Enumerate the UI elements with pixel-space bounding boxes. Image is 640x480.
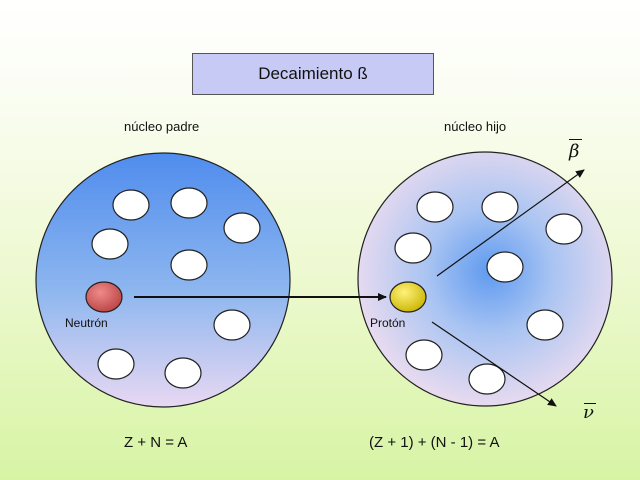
neutron	[85, 281, 123, 313]
nucleon	[170, 249, 208, 281]
nucleon	[170, 187, 208, 219]
parent-nucleons	[91, 187, 261, 389]
parent-nucleus	[35, 152, 291, 408]
parent-equation: Z + N = A	[124, 434, 188, 451]
nucleon	[213, 309, 251, 341]
nucleon	[394, 232, 432, 264]
nucleon	[223, 212, 261, 244]
nucleon	[164, 357, 202, 389]
beta-symbol: β	[569, 141, 580, 162]
daughter-nucleons	[394, 191, 583, 395]
daughter-nucleus-label: núcleo hijo	[444, 119, 507, 134]
beta-arrow	[436, 169, 585, 277]
nucleon	[405, 339, 443, 371]
nucleon	[526, 309, 564, 341]
neutrino-arrow	[431, 321, 557, 407]
proton-label: Protón	[370, 316, 406, 330]
parent-nucleus-label: núcleo padre	[124, 119, 200, 134]
nucleon	[486, 251, 524, 283]
nucleon	[112, 189, 150, 221]
nucleon	[481, 191, 519, 223]
title-box: Decaimiento ß	[192, 53, 434, 95]
nucleon	[416, 191, 454, 223]
nu-overbar	[584, 403, 596, 404]
daughter-equation: (Z + 1) + (N - 1) = A	[369, 434, 500, 451]
title: Decaimiento ß	[258, 64, 368, 83]
beta-overbar	[569, 139, 582, 140]
neutron-label: Neutrón	[65, 316, 108, 330]
nucleon	[97, 348, 135, 380]
proton	[389, 281, 427, 313]
nucleon	[545, 213, 583, 245]
nucleon	[468, 363, 506, 395]
nucleon	[91, 228, 129, 260]
nu-symbol: ν	[583, 402, 594, 423]
